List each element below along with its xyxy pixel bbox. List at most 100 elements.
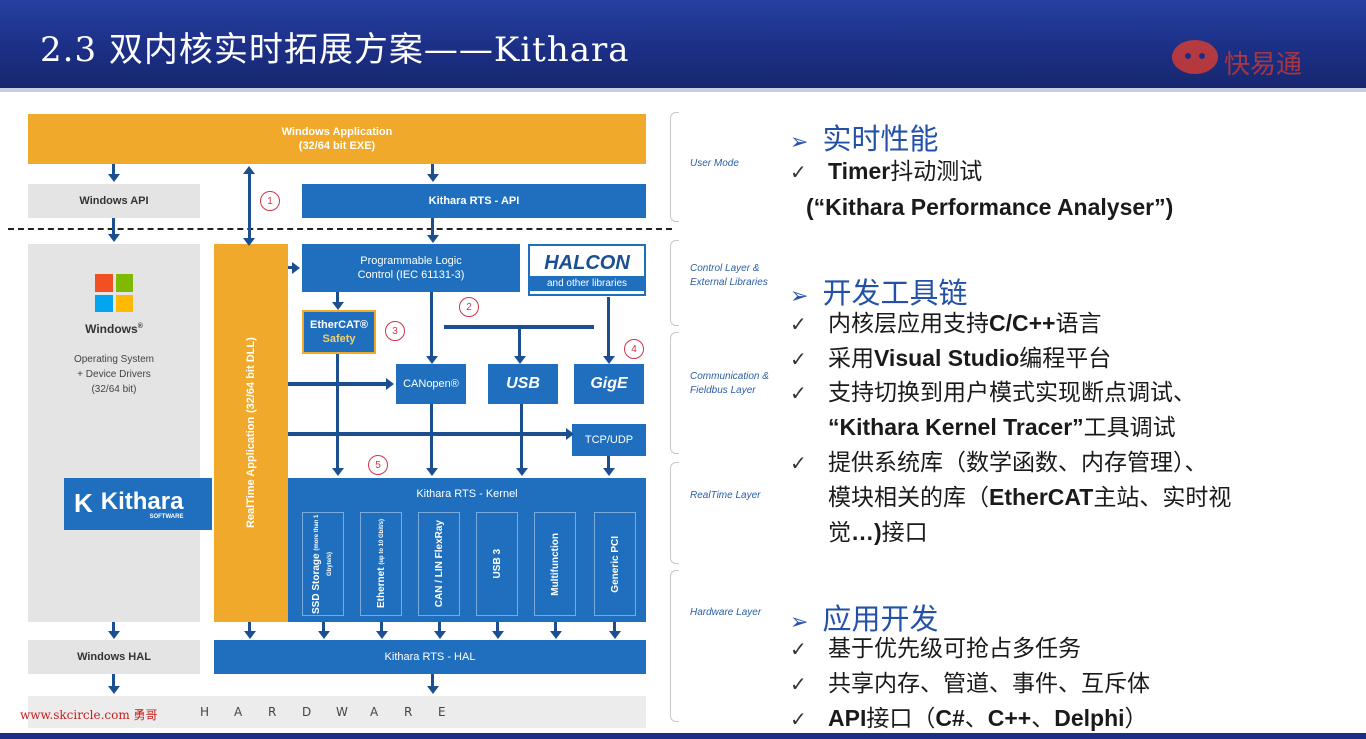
list-item: ✓内核层应用支持C/C++语言 xyxy=(790,310,1101,339)
connector xyxy=(496,622,499,632)
item-bold: Delphi xyxy=(1054,705,1125,731)
arrow-up-icon xyxy=(243,166,255,174)
arrow-down-icon xyxy=(243,238,255,246)
list-item: ✓提供系统库（数学函数、内存管理）、 xyxy=(790,450,1208,478)
hw-can-label: CAN / LIN xyxy=(433,561,445,608)
connector xyxy=(431,164,434,176)
arrow-down-icon xyxy=(516,468,528,476)
section-heading-text: 应用开发 xyxy=(822,602,939,636)
callout-5: 5 xyxy=(368,455,388,475)
layer-control: Control Layer & External Libraries xyxy=(690,262,768,289)
hw-ethernet-block: Ethernet (up to 10 Gbit/s) xyxy=(360,512,402,616)
check-icon: ✓ xyxy=(790,672,807,696)
arrow-down-icon xyxy=(514,356,526,364)
layer-control-line2: External Libraries xyxy=(690,276,768,288)
hw-usb3-block: USB 3 xyxy=(476,512,518,616)
connector xyxy=(438,622,441,632)
ethercat-label: EtherCAT® xyxy=(309,318,368,331)
canopen-block: CANopen® xyxy=(396,364,466,404)
check-icon: ✓ xyxy=(790,347,807,371)
windows-hal-block: Windows HAL xyxy=(28,640,200,674)
hw-ethernet-label: Ethernet xyxy=(375,567,387,609)
item-text: 支持切换到用户模式实现断点调试、 xyxy=(828,380,1196,406)
hw-multifunction-block: Multifunction xyxy=(534,512,576,616)
item-bold: Timer xyxy=(828,158,891,184)
kithara-rts-kernel-block: Kithara RTS - Kernel xyxy=(288,478,646,510)
gige-block: GigE xyxy=(574,364,644,404)
arrow-right-icon xyxy=(566,428,574,440)
section-heading-toolchain: ➢开发工具链 xyxy=(790,270,967,312)
list-item: (“Kithara Performance Analyser”) xyxy=(806,194,1173,223)
check-icon: ✓ xyxy=(790,160,807,184)
layer-user-mode: User Mode xyxy=(690,158,739,169)
connector xyxy=(613,622,616,632)
hw-can-sub: FlexRay xyxy=(433,520,445,559)
kithara-k-icon: K xyxy=(74,488,93,519)
hardware-letter: E xyxy=(438,705,446,719)
item-text: 接口 xyxy=(881,520,928,546)
usb-block: USB xyxy=(488,364,558,404)
item-text: 接口（ xyxy=(866,706,936,732)
hw-generic-pci-label: Generic PCI xyxy=(609,535,621,593)
callout-2: 2 xyxy=(459,297,479,317)
connector xyxy=(336,292,339,304)
item-bold: API xyxy=(828,705,867,731)
list-item: ✓支持切换到用户模式实现断点调试、 xyxy=(790,380,1196,408)
arrow-down-icon xyxy=(332,468,344,476)
layer-realtime: RealTime Layer xyxy=(690,490,761,501)
hardware-letter: A xyxy=(370,705,379,719)
section-heading-text: 开发工具链 xyxy=(822,276,968,310)
item-text: 抖动测试 xyxy=(890,159,983,185)
architecture-diagram: Windows Application (32/64 bit EXE) Wind… xyxy=(0,92,680,739)
hw-multifunction-label: Multifunction xyxy=(549,532,561,596)
list-item: 模块相关的库（EtherCAT主站、实时视 xyxy=(828,484,1231,513)
hw-ethernet-sub: (up to 10 Gbit/s) xyxy=(378,519,385,566)
windows-application-sub: (32/64 bit EXE) xyxy=(298,140,376,152)
windows-application-block: Windows Application (32/64 bit EXE) xyxy=(28,114,646,164)
windows-logo-icon xyxy=(95,274,133,312)
realtime-application-sub: (32/64 bit DLL) xyxy=(244,337,257,414)
connector xyxy=(431,674,434,686)
layer-communication: Communication & Fieldbus Layer xyxy=(690,370,769,397)
list-item: ✓采用Visual Studio编程平台 xyxy=(790,345,1111,374)
kithara-logo-text: Kithara xyxy=(100,488,184,515)
connector xyxy=(322,622,325,632)
arrow-bullet-icon: ➢ xyxy=(790,130,809,155)
source-url: www.skcircle.com 勇哥 xyxy=(20,708,158,722)
realtime-application-label: RealTime Application xyxy=(244,417,257,529)
list-item: ✓API接口（C#、C++、Delphi） xyxy=(790,705,1148,734)
connector xyxy=(380,622,383,632)
arrow-down-icon xyxy=(318,631,330,639)
item-text: 觉 xyxy=(828,520,851,546)
layer-bracket xyxy=(670,332,679,454)
connector xyxy=(430,292,433,358)
arrow-down-icon xyxy=(550,631,562,639)
connector xyxy=(430,404,433,470)
list-item: “Kithara Kernel Tracer”工具调试 xyxy=(828,414,1176,443)
layer-control-line1: Control Layer & xyxy=(690,263,760,274)
arrow-down-icon xyxy=(332,302,344,310)
hardware-letter: D xyxy=(302,705,312,719)
section-heading-text: 实时性能 xyxy=(822,122,939,156)
arrow-down-icon xyxy=(427,686,439,694)
check-icon: ✓ xyxy=(790,707,807,731)
arrow-down-icon xyxy=(108,234,120,242)
item-text: 基于优先级可抢占多任务 xyxy=(828,636,1081,662)
item-text: 共享内存、管道、事件、互斥体 xyxy=(828,671,1150,697)
section-heading-realtime: ➢ 实时性能 xyxy=(790,116,938,158)
item-bold: (“Kithara Performance Analyser”) xyxy=(806,194,1174,220)
callout-4: 4 xyxy=(624,339,644,359)
windows-os-title: Windows xyxy=(85,322,138,336)
arrow-down-icon xyxy=(244,631,256,639)
halcon-logo: HALCON xyxy=(544,251,630,274)
windows-os-reg: ® xyxy=(137,323,143,330)
realtime-application-block: RealTime Application (32/64 bit DLL) xyxy=(214,244,288,622)
arrow-down-icon xyxy=(108,686,120,694)
connector xyxy=(112,164,115,176)
windows-os-line2: + Device Drivers xyxy=(77,368,151,380)
halcon-block: HALCON and other libraries xyxy=(528,244,646,296)
layer-hardware: Hardware Layer xyxy=(690,607,762,618)
layer-comm-line1: Communication & xyxy=(690,371,769,382)
arrow-bullet-icon: ➢ xyxy=(790,610,809,635)
item-text: 编程平台 xyxy=(1019,346,1112,372)
